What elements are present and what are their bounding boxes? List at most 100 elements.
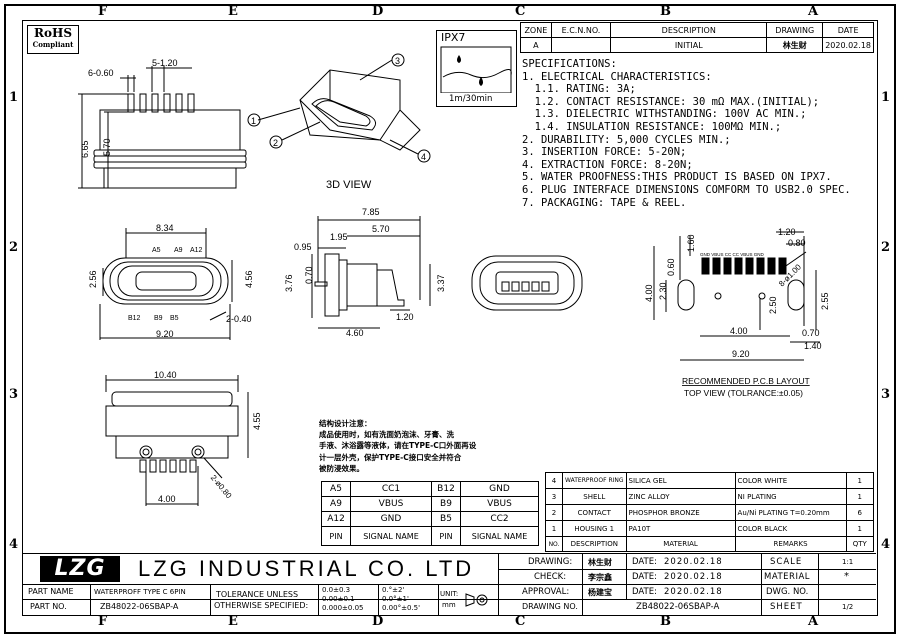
dim-label: 4.56: [244, 270, 254, 288]
part-no-label: PART NO.: [30, 602, 67, 611]
spec-line: 6. PLUG INTERFACE DIMENSIONS COMFORM TO …: [522, 183, 851, 196]
projection-symbol-icon: [465, 593, 488, 607]
material-row: 3 SHELL ZINC ALLOY NI PLATING 1: [545, 488, 875, 505]
ipx7-caption: 1m/30min: [449, 94, 493, 104]
check-by: 李宗鑫: [588, 573, 612, 582]
zone-number: 1: [881, 90, 891, 105]
logo: LZG: [40, 556, 120, 582]
dim-label: 9.20: [732, 349, 750, 359]
material-cell: PHOSPHOR BRONZE: [625, 504, 736, 521]
pin-cell: B12: [431, 481, 461, 497]
date-label: DATE:: [632, 557, 657, 567]
material-cell: SILICA GEL: [625, 472, 736, 489]
dim-label: 5.70: [372, 224, 390, 234]
angle-value: 0.0°±1': [382, 595, 409, 603]
spec-line: 1.1. RATING: 3A;: [522, 83, 636, 96]
material-cell: NI PLATING: [734, 488, 847, 505]
pcb-layout-title: RECOMMENDED P.C.B LAYOUT: [682, 376, 810, 386]
pin-cell: GND: [460, 481, 539, 497]
material-label: MATERIAL: [764, 572, 811, 582]
pin-row: A5 CC1 B12 GND: [321, 481, 539, 497]
dim-label: 8.34: [156, 223, 174, 233]
material-cell: 1: [845, 488, 875, 505]
drawing-by: 林生财: [588, 558, 612, 567]
zone-letter: E: [228, 4, 238, 19]
ipx7-box: IPX7 1m/30min: [436, 30, 517, 107]
rohs-title: RoHS: [34, 26, 72, 40]
material-cell: 2: [545, 504, 563, 521]
date-value: 2020.02.18: [664, 587, 723, 597]
pin-cell: CC1: [350, 481, 432, 497]
zone-letter: A: [808, 614, 819, 629]
pin-cell: VBUS: [460, 496, 539, 512]
unit-label: UNIT:: [440, 590, 459, 598]
approval-by: 杨建宝: [588, 588, 612, 597]
material-row: 4 WATERPROOF RING SILICA GEL COLOR WHITE…: [545, 472, 875, 489]
material-cell: Au/Ni PLATING T=0.20mm: [734, 504, 847, 521]
zone-number: 4: [9, 537, 19, 552]
spec-line: SPECIFICATIONS:: [522, 58, 617, 70]
approval-label: APPROVAL:: [522, 587, 570, 597]
receptacle-view: [471, 255, 583, 311]
revision-cell: 2020.02.18: [822, 37, 874, 53]
tolerance-value: 0.000±0.05: [322, 604, 364, 612]
date-value: 2020.02.18: [664, 572, 723, 582]
dim-label: 0.60: [666, 258, 676, 276]
drawing-label: DRAWING:: [528, 557, 573, 567]
material-cell: ZINC ALLOY: [625, 488, 736, 505]
material-table: 4 WATERPROOF RING SILICA GEL COLOR WHITE…: [545, 472, 875, 552]
dim-label: B9: [154, 315, 163, 322]
zone-number: 3: [9, 387, 19, 402]
spec-line: 7. PACKAGING: TAPE & REEL.: [522, 196, 687, 209]
material-cell: COLOR BLACK: [734, 520, 847, 537]
spec-line: 1.2. CONTACT RESISTANCE: 30 mΩ MAX.(INIT…: [522, 95, 820, 108]
dim-label: 1.20: [396, 312, 414, 322]
pin-cell: A5: [321, 481, 351, 497]
pin-row: A12 GND B5 CC2: [321, 511, 539, 527]
note-line: 成品使用时，如有洗面奶泡沫、牙膏、洗: [319, 430, 454, 440]
part-no-value: ZB48022-06SBAP-A: [100, 602, 179, 611]
dim-label: A12: [190, 247, 203, 254]
water-drop-icon: [440, 46, 512, 93]
material-cell: 1: [845, 520, 875, 537]
revision-cell: INITIAL: [610, 37, 768, 53]
front-view: [99, 228, 233, 340]
material-cell: 3: [545, 488, 563, 505]
outer-border: [4, 4, 896, 634]
zone-letter: C: [515, 4, 526, 19]
spec-line: 1. ELECTRICAL CHARACTERISTICS:: [522, 70, 712, 83]
material-header-row: NO. DESCRIPTION MATERIAL REMARKS QTY: [545, 536, 875, 552]
design-notes: 结构设计注意： 成品使用时，如有洗面奶泡沫、牙膏、洗 手液、沐浴露等液体，请在T…: [319, 418, 476, 474]
scale-value: 1:1: [842, 558, 854, 566]
tolerance-value: 0.00±0.1: [322, 595, 355, 603]
date-label: DATE:: [632, 587, 657, 597]
dim-label: 2.55: [820, 292, 830, 310]
pin-header-cell: PIN: [321, 526, 351, 546]
pin-cell: A12: [321, 511, 351, 527]
zone-number: 2: [881, 240, 891, 255]
bottom-view: [105, 375, 249, 506]
pin-table: A5 CC1 B12 GND A9 VBUS B9 VBUS A12 GND B…: [321, 481, 539, 546]
dim-label: 4.00: [644, 284, 654, 302]
dim-label: 1.95: [330, 232, 348, 242]
inner-border: [22, 20, 878, 616]
material-header-cell: NO.: [545, 536, 563, 552]
dim-label: 0.80: [788, 238, 806, 248]
pin-cell: B9: [431, 496, 461, 512]
spec-line: 3. INSERTION FORCE: 5-20N;: [522, 146, 687, 159]
material-header-cell: REMARKS: [734, 536, 847, 552]
dim-label: 2-0.40: [226, 314, 252, 324]
tolerance-label: OTHERWISE SPECIFIED:: [214, 601, 309, 610]
sheet-value: 1/2: [842, 603, 854, 611]
note-line: 被防浸效果。: [319, 463, 364, 473]
zone-number: 3: [881, 387, 891, 402]
scale-label: SCALE: [770, 557, 803, 567]
pin-header-cell: SIGNAL NAME: [460, 526, 539, 546]
note-line: 手液、沐浴露等液体，请在TYPE-C口外面再设: [319, 441, 477, 451]
material-row: 1 HOUSING 1 PA10T COLOR BLACK 1: [545, 520, 875, 537]
pin-cell: VBUS: [350, 496, 432, 512]
top-side-view: [78, 66, 247, 189]
zone-number: 2: [9, 240, 19, 255]
material-cell: SHELL: [562, 488, 627, 505]
ipx7-title: IPX7: [441, 31, 466, 44]
